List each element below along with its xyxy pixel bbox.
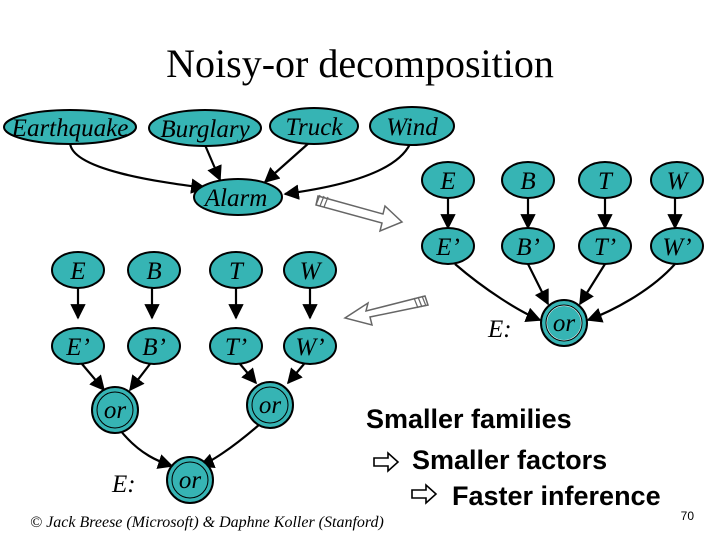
footer-credit: © Jack Breese (Microsoft) & Daphne Kolle… (30, 514, 384, 531)
left-network-edges (70, 288, 318, 469)
right-noisy-nodes: E’ B’ T’ W’ (421, 227, 704, 265)
node-earthquake: Earthquake (3, 109, 137, 145)
left-node-t-prime-label: T’ (225, 334, 247, 361)
node-wind-label: Wind (386, 114, 438, 141)
node-burglary: Burglary (148, 109, 262, 147)
left-node-w: W (283, 251, 337, 289)
left-or-bottom-label: or (179, 467, 202, 494)
transform-arrow-right-icon (315, 194, 404, 233)
edge-wind-alarm (283, 143, 411, 200)
left-node-w-label: W (300, 258, 323, 285)
right-node-b-prime-label: B’ (516, 234, 540, 261)
left-parent-nodes: E B T W (51, 251, 337, 289)
left-node-t: T (209, 251, 263, 289)
node-truck-label: Truck (286, 114, 344, 141)
page-title: Noisy-or decomposition (166, 41, 554, 86)
left-node-e-label: E (69, 258, 85, 285)
right-parent-nodes: E B T W (421, 161, 704, 199)
left-or-node-1: or (91, 386, 139, 434)
left-node-t-label: T (229, 258, 245, 285)
left-node-t-prime: T’ (209, 327, 263, 365)
right-node-w: W (650, 161, 704, 199)
bullet-list: Smaller families Smaller factors Faster … (366, 404, 661, 511)
left-noisy-nodes: E’ B’ T’ W’ (51, 327, 337, 365)
left-or-node-bottom: or (166, 456, 214, 504)
right-output-label: E: (487, 316, 512, 343)
right-node-e-prime: E’ (421, 227, 475, 265)
right-node-b-label: B (520, 168, 535, 195)
left-node-e-prime: E’ (51, 327, 105, 365)
right-node-e: E (421, 161, 475, 199)
node-alarm-label: Alarm (203, 185, 268, 212)
right-node-w-prime: W’ (650, 227, 704, 265)
right-node-t-prime-label: T’ (594, 234, 616, 261)
right-node-b-prime: B’ (501, 227, 555, 265)
bullet-line-2: Smaller factors (412, 445, 607, 475)
left-or-2-label: or (259, 392, 282, 419)
right-node-b: B (501, 161, 555, 199)
left-node-b-prime: B’ (127, 327, 181, 365)
hollow-right-arrow-icon (373, 451, 400, 473)
bullet-line-1: Smaller families (366, 404, 572, 434)
left-node-e-prime-label: E’ (65, 334, 90, 361)
edge-earthquake-alarm (68, 141, 207, 194)
left-node-w-prime-label: W’ (295, 334, 324, 361)
right-node-t-prime: T’ (578, 227, 632, 265)
left-network: E B T W E’ B’ (51, 251, 337, 504)
right-node-t: T (578, 161, 632, 199)
node-truck: Truck (269, 107, 359, 145)
edge-burglary-alarm (203, 144, 222, 182)
left-node-b-prime-label: B’ (142, 334, 166, 361)
bullet-line-3: Faster inference (452, 481, 661, 511)
right-node-t-label: T (598, 168, 614, 195)
page-number: 70 (681, 509, 695, 523)
node-wind: Wind (369, 106, 455, 146)
right-or-label: or (553, 310, 576, 337)
top-network-edges (68, 141, 411, 200)
node-alarm: Alarm (193, 178, 283, 216)
left-output-label: E: (111, 471, 136, 498)
transform-arrow-left-icon (343, 295, 429, 327)
left-node-e: E (51, 251, 105, 289)
left-or-1-label: or (104, 397, 127, 424)
left-or-node-2: or (246, 381, 294, 429)
right-node-e-prime-label: E’ (435, 234, 460, 261)
left-node-b-label: B (146, 258, 161, 285)
left-node-w-prime: W’ (283, 327, 337, 365)
right-or-node: or (540, 299, 588, 347)
left-node-b: B (127, 251, 181, 289)
edge-truck-alarm (263, 141, 311, 184)
hollow-right-arrow-icon (411, 483, 438, 505)
right-node-w-label: W (667, 168, 690, 195)
node-burglary-label: Burglary (160, 116, 250, 143)
right-network: E B T W E’ B’ (421, 161, 704, 347)
right-network-edges (440, 198, 683, 323)
node-earthquake-label: Earthquake (11, 115, 129, 142)
right-node-e-label: E (439, 168, 455, 195)
right-node-w-prime-label: W’ (662, 234, 691, 261)
